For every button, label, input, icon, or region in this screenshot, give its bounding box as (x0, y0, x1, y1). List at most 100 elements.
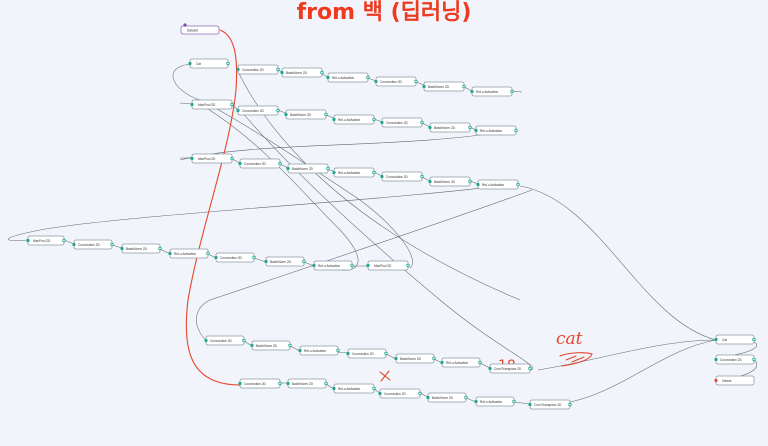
svg-text:BatchNorm 2D: BatchNorm 2D (256, 344, 278, 348)
relu-node[interactable]: ReLu Activation (298, 345, 340, 356)
batchnorm-node[interactable]: BatchNorm 2D (428, 176, 472, 187)
svg-text:ReLu Activation: ReLu Activation (338, 118, 360, 122)
svg-text:ReLu Activation: ReLu Activation (304, 349, 326, 353)
relu-node[interactable]: ReLu Activation (332, 167, 376, 178)
x-mark (379, 370, 391, 382)
batchnorm-node[interactable]: BatchNorm 2D (286, 163, 330, 174)
svg-text:ReLu Activation: ReLu Activation (482, 183, 504, 187)
convtranspose-node[interactable]: ConvTranspose 2D (488, 363, 532, 374)
svg-text:Convolution 2D: Convolution 2D (242, 68, 264, 72)
svg-text:BatchNorm 2D: BatchNorm 2D (290, 113, 312, 117)
cat-node[interactable]: Cat (188, 58, 230, 69)
svg-text:ReLu Activation: ReLu Activation (446, 361, 468, 365)
svg-text:Convolution 2D: Convolution 2D (244, 162, 266, 166)
convtranspose-node[interactable]: ConvTranspose 2D (528, 399, 572, 410)
convolution-node[interactable]: Convolution 2D (238, 158, 282, 169)
svg-text:BatchNorm 2D: BatchNorm 2D (292, 382, 314, 386)
maxpool-node[interactable]: MaxPool 2D (190, 153, 234, 164)
svg-text:BatchNorm 2D: BatchNorm 2D (292, 167, 314, 171)
svg-text:Convolution 2D: Convolution 2D (352, 352, 374, 356)
batchnorm-node[interactable]: BatchNorm 2D (428, 122, 472, 133)
batchnorm-node[interactable]: BatchNorm 2D (120, 243, 162, 254)
convolution-node[interactable]: Convolution 2D (236, 105, 280, 116)
batchnorm-node[interactable]: BatchNorm 2D (394, 353, 436, 364)
svg-text:MaxPool 2D: MaxPool 2D (374, 264, 392, 268)
relu-node[interactable]: ReLu Activation (168, 248, 210, 259)
convolution-node[interactable]: Convolution 2D (378, 388, 422, 399)
svg-text:Convolution 2D: Convolution 2D (242, 109, 264, 113)
svg-text:Convolution 2D: Convolution 2D (720, 358, 742, 362)
batchnorm-node[interactable]: BatchNorm 2D (426, 392, 468, 403)
svg-text:Cat: Cat (722, 338, 727, 342)
svg-text:BatchNorm 2D: BatchNorm 2D (434, 180, 456, 184)
relu-node[interactable]: ReLu Activation (440, 357, 482, 368)
nodes: Dataset Cat Convolution 2D BatchNorm 2D … (26, 23, 756, 410)
svg-text:BatchNorm 2D: BatchNorm 2D (434, 126, 456, 130)
maxpool-node[interactable]: MaxPool 2D (26, 235, 66, 246)
batchnorm-node[interactable]: BatchNorm 2D (264, 256, 306, 267)
relu-node[interactable]: ReLu Activation (474, 125, 518, 136)
convolution-node[interactable]: Convolution 2D (346, 348, 388, 359)
svg-text:Convolution 2D: Convolution 2D (380, 80, 402, 84)
svg-text:MaxPool 2D: MaxPool 2D (198, 103, 216, 107)
svg-text:ReLu Activation: ReLu Activation (338, 171, 360, 175)
svg-text:ReLu Activation: ReLu Activation (318, 264, 340, 268)
svg-text:Convolution 2D: Convolution 2D (244, 382, 266, 386)
batchnorm-node[interactable]: BatchNorm 2D (284, 109, 328, 120)
convolution-node[interactable]: Convolution 2D (236, 64, 280, 75)
svg-text:BatchNorm 2D: BatchNorm 2D (432, 396, 454, 400)
svg-text:ConvTranspose 2D: ConvTranspose 2D (494, 367, 522, 371)
batchnorm-node[interactable]: BatchNorm 2D (250, 340, 292, 351)
relu-node[interactable]: ReLu Activation (332, 383, 376, 394)
svg-text:Dataset: Dataset (187, 29, 198, 33)
svg-text:BatchNorm 2D: BatchNorm 2D (270, 260, 292, 264)
svg-text:Convolution 2D: Convolution 2D (220, 256, 242, 260)
svg-text:BatchNorm 2D: BatchNorm 2D (126, 247, 148, 251)
batchnorm-node[interactable]: BatchNorm 2D (286, 378, 328, 389)
relu-node[interactable]: ReLu Activation (474, 396, 516, 407)
relu-node[interactable]: ReLu Activation (332, 114, 376, 125)
svg-text:Convolution 2D: Convolution 2D (386, 175, 408, 179)
svg-text:Convolution 2D: Convolution 2D (386, 121, 408, 125)
dataset-red-link (185, 29, 241, 386)
svg-text:ReLu Activation: ReLu Activation (338, 387, 360, 391)
svg-text:ReLu Activation: ReLu Activation (480, 129, 502, 133)
dataset-node[interactable]: Dataset (180, 23, 220, 35)
convolution-node[interactable]: Convolution 2D (380, 117, 424, 128)
annotation-cat: cat (556, 329, 583, 349)
svg-text:MaxPool 2D: MaxPool 2D (198, 157, 216, 161)
relu-node[interactable]: ReLu Activation (312, 260, 354, 271)
relu-node[interactable]: ReLu Activation (470, 86, 514, 97)
maxpool-node[interactable]: MaxPool 2D (366, 260, 410, 271)
svg-text:ReLu Activation: ReLu Activation (476, 90, 498, 94)
scribble-mark (559, 352, 593, 367)
relu-node[interactable]: ReLu Activation (326, 72, 370, 83)
svg-text:Viewer: Viewer (722, 379, 733, 383)
convolution-node[interactable]: Convolution 2D (380, 171, 424, 182)
cat-output-node[interactable]: Cat (714, 334, 756, 345)
convolution-output-node[interactable]: Convolution 2D (714, 354, 756, 365)
convolution-node[interactable]: Convolution 2D (374, 76, 418, 87)
svg-text:BatchNorm 2D: BatchNorm 2D (286, 71, 308, 75)
svg-text:Convolution 2D: Convolution 2D (78, 243, 100, 247)
convolution-node[interactable]: Convolution 2D (72, 239, 114, 250)
svg-text:BatchNorm 2D: BatchNorm 2D (400, 357, 422, 361)
convolution-node[interactable]: Convolution 2D (214, 252, 256, 263)
svg-text:Convolution 2D: Convolution 2D (210, 339, 232, 343)
batchnorm-node[interactable]: BatchNorm 2D (280, 67, 324, 78)
svg-text:Convolution 2D: Convolution 2D (384, 392, 406, 396)
page-title: from 백 (딥러닝) (296, 0, 472, 25)
batchnorm-node[interactable]: BatchNorm 2D (422, 81, 466, 92)
svg-text:Cat: Cat (196, 62, 201, 66)
edges (8, 63, 758, 405)
svg-text:MaxPool 2D: MaxPool 2D (33, 239, 51, 243)
convolution-node[interactable]: Convolution 2D (238, 378, 282, 389)
maxpool-node[interactable]: MaxPool 2D (190, 99, 234, 110)
convolution-node[interactable]: Convolution 2D (204, 335, 246, 346)
svg-text:ReLu Activation: ReLu Activation (332, 76, 354, 80)
relu-node[interactable]: ReLu Activation (476, 179, 520, 190)
viewer-node[interactable]: Viewer (714, 375, 755, 386)
pen-annotations (185, 29, 593, 386)
svg-text:BatchNorm 2D: BatchNorm 2D (428, 85, 450, 89)
